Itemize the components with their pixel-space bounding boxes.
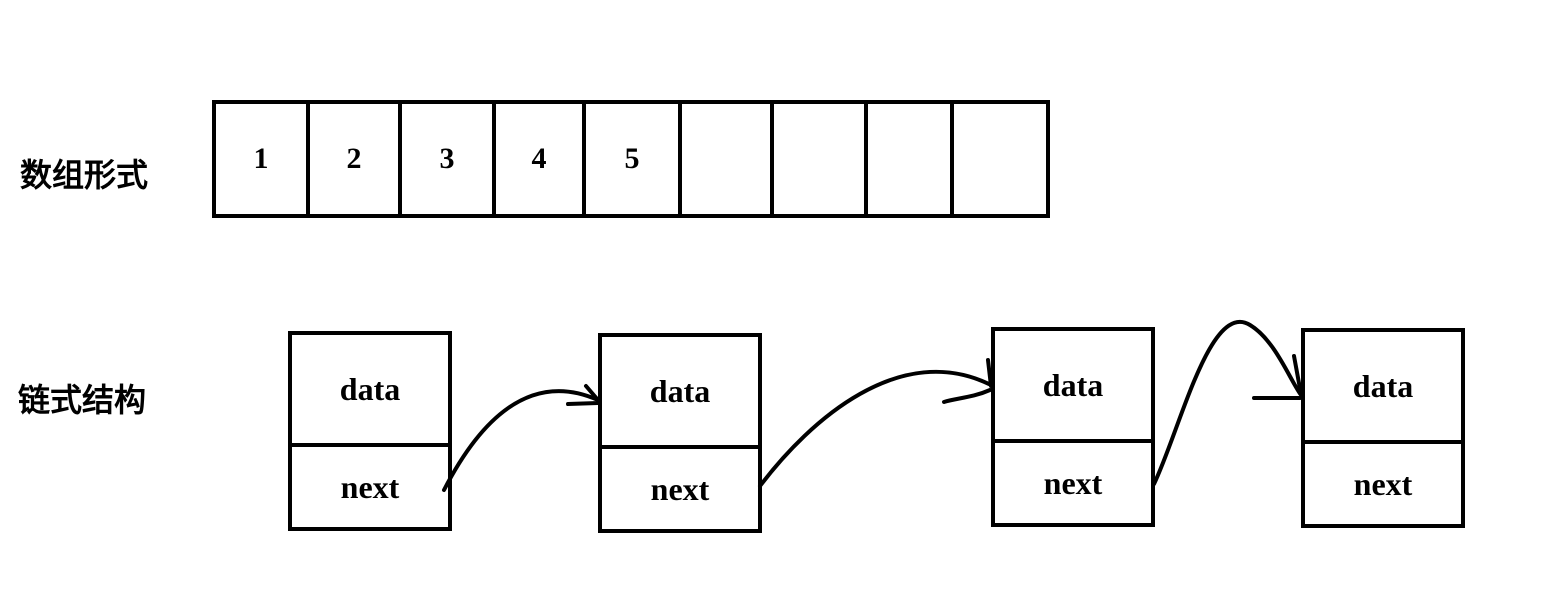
linked-node: data next bbox=[598, 333, 762, 533]
node-next-field: next bbox=[650, 470, 710, 507]
node-data-field: data bbox=[1305, 332, 1461, 444]
linked-node: data next bbox=[991, 327, 1155, 527]
array-cell: 3 bbox=[402, 104, 496, 214]
arrowhead-icon bbox=[942, 358, 993, 404]
array-cell bbox=[868, 104, 954, 214]
array-cell bbox=[682, 104, 774, 214]
arrowhead-icon bbox=[566, 384, 600, 406]
array-cell: 2 bbox=[310, 104, 402, 214]
linked-node: data next bbox=[288, 331, 452, 531]
pointer-arrow bbox=[758, 369, 993, 488]
array-cell: 5 bbox=[586, 104, 682, 214]
pointer-arrow bbox=[1152, 320, 1303, 486]
node-data-field: data bbox=[292, 335, 448, 447]
array-cell: 4 bbox=[496, 104, 586, 214]
node-data-field: data bbox=[995, 331, 1151, 443]
array-row: 1 2 3 4 5 bbox=[212, 100, 1050, 218]
array-form-label: 数组形式 bbox=[20, 156, 149, 194]
node-data-field: data bbox=[602, 337, 758, 449]
pointer-arrow bbox=[442, 389, 600, 492]
array-cell: 1 bbox=[216, 104, 310, 214]
node-next-field: next bbox=[1353, 465, 1413, 502]
node-next-field: next bbox=[1043, 464, 1103, 501]
node-next-field: next bbox=[340, 468, 400, 505]
array-cell bbox=[774, 104, 868, 214]
linked-structure-label: 链式结构 bbox=[18, 381, 147, 419]
arrowhead-icon bbox=[1252, 354, 1303, 400]
linked-node: data next bbox=[1301, 328, 1465, 528]
array-cell bbox=[954, 104, 1046, 214]
